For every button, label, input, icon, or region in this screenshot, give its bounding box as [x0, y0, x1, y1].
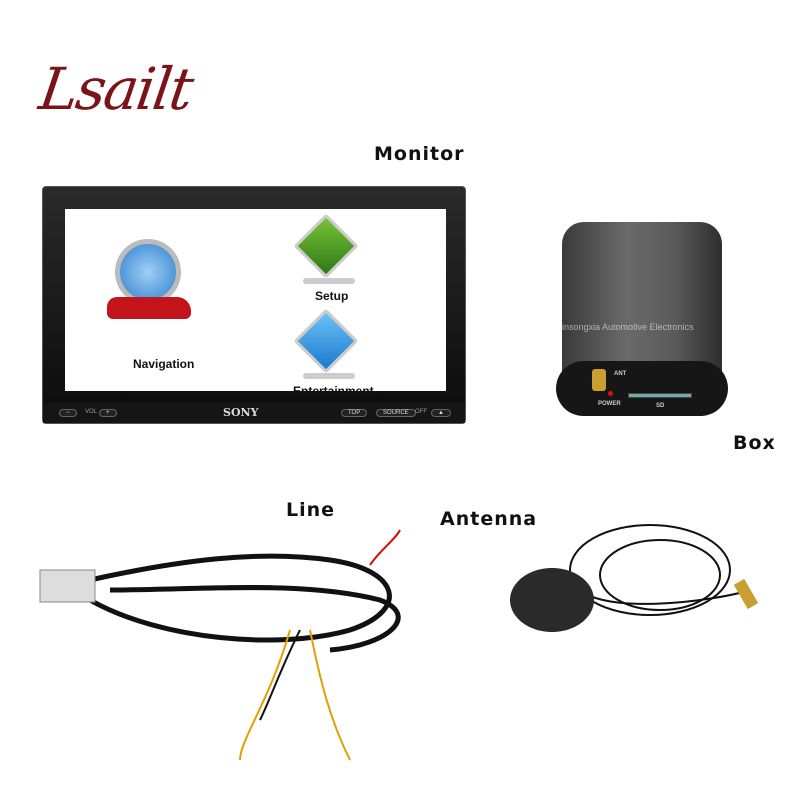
- monitor-screen: Navigation Setup Entertainment: [65, 209, 446, 398]
- sma-plug: [733, 578, 759, 610]
- car-icon: [107, 297, 191, 319]
- antenna-puck: [510, 568, 594, 632]
- power-label: POWER: [598, 401, 621, 407]
- antenna-connector: [592, 369, 606, 391]
- cables-image: [39, 524, 759, 761]
- harness-connector: [39, 569, 96, 603]
- entertainment-label[interactable]: Entertainment: [293, 384, 374, 398]
- sd-slot: [628, 393, 692, 398]
- ant-label: ANT: [614, 371, 627, 377]
- line-label: Line: [286, 499, 336, 521]
- vol-up-button[interactable]: +: [99, 409, 117, 417]
- sony-brand: SONY: [223, 406, 259, 419]
- watermark: Xinsongxia Automotive Electronics: [556, 322, 694, 332]
- top-button[interactable]: TOP: [341, 409, 368, 417]
- setup-icon[interactable]: [293, 213, 359, 279]
- setup-label[interactable]: Setup: [315, 289, 349, 303]
- source-button[interactable]: SOURCE: [376, 409, 416, 417]
- sd-label: SD: [656, 403, 665, 409]
- brand-logo: Lsailt: [35, 55, 197, 123]
- compass-car-icon: [115, 239, 181, 305]
- off-label: OFF: [415, 409, 427, 415]
- gps-antenna: [569, 524, 751, 616]
- power-led: [608, 391, 613, 396]
- navigation-label[interactable]: Navigation: [133, 357, 195, 371]
- antenna-label: Antenna: [440, 508, 538, 530]
- vol-down-button[interactable]: −: [59, 409, 77, 417]
- monitor-image: Navigation Setup Entertainment − VOL + S…: [42, 186, 466, 424]
- box-image: Xinsongxia Automotive Electronics ANT PO…: [556, 222, 728, 416]
- eject-button[interactable]: ▲: [431, 409, 451, 417]
- monitor-label: Monitor: [374, 143, 465, 165]
- box-front-panel: ANT POWER SD: [556, 361, 728, 416]
- box-label: Box: [733, 432, 776, 454]
- wiring-harness: [88, 529, 401, 761]
- monitor-bezel: − VOL + SONY TOP SOURCE OFF ▲: [43, 403, 465, 423]
- vol-label: VOL: [85, 409, 98, 415]
- entertainment-icon[interactable]: [293, 308, 359, 374]
